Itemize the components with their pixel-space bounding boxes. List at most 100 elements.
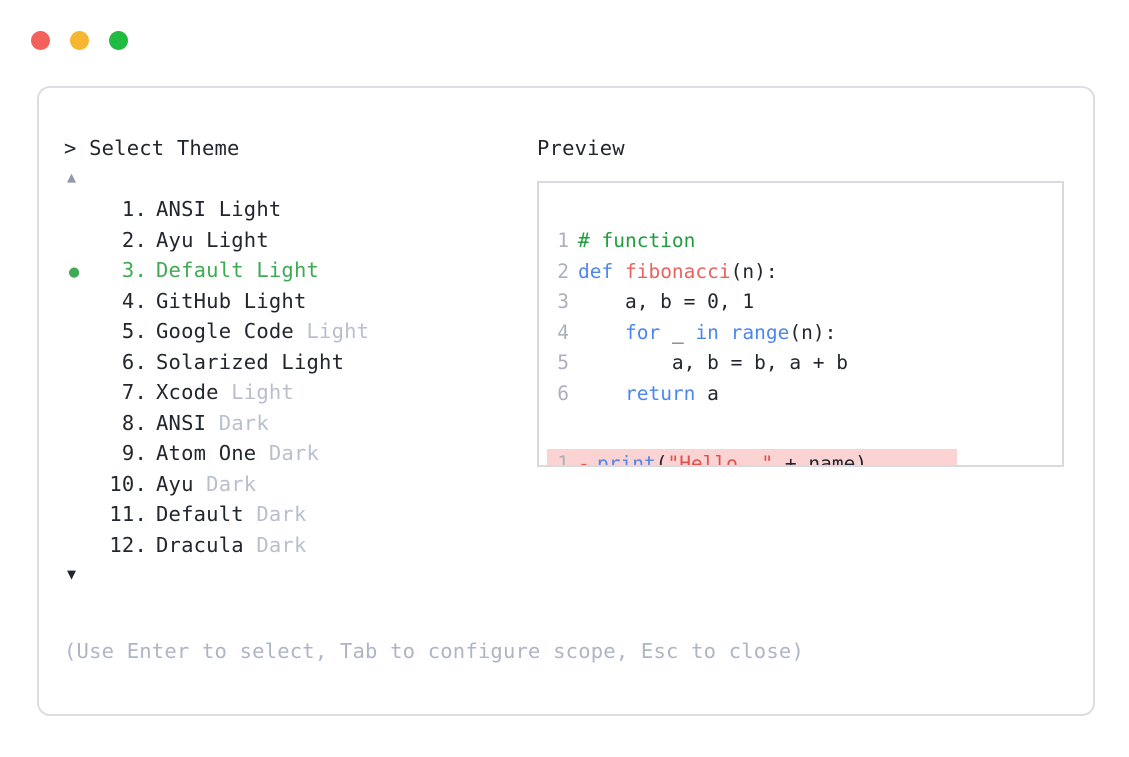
code-line: 6 return a (547, 379, 1062, 410)
theme-item-name: ANSI (156, 197, 207, 221)
theme-item-index: 5. (121, 319, 147, 343)
code-line-text: a, b = 0, 1 (578, 287, 754, 318)
theme-list-item[interactable]: 8.ANSI Dark (64, 408, 534, 439)
theme-list-item[interactable]: 7. Xcode Light (64, 377, 534, 408)
theme-list-item[interactable]: 4.GitHub Light (64, 286, 534, 317)
prompt-label: Select Theme (89, 136, 240, 160)
line-number: 6 (557, 381, 569, 405)
prompt-line: > Select Theme (64, 134, 534, 162)
code-token: a, b = 0, 1 (578, 290, 755, 313)
theme-item-name: ANSI (156, 410, 207, 435)
theme-item-variant: Dark (193, 471, 257, 496)
theme-item-index: 6. (121, 349, 147, 374)
theme-item-variant: Light (293, 319, 370, 343)
window-controls (31, 31, 128, 50)
code-token: def (578, 259, 625, 283)
theme-list-item[interactable]: 5. Google Code Light (64, 316, 534, 347)
code-token: (n): (789, 320, 837, 344)
code-line-text: return a (578, 379, 719, 410)
code-token: return (624, 381, 696, 405)
code-token: fibonacci (624, 259, 731, 283)
theme-item-variant: Dark (206, 410, 269, 435)
minimize-window-button[interactable] (70, 31, 89, 50)
diff-line-text: print("Hello, " + name) (597, 449, 868, 467)
maximize-window-button[interactable] (109, 31, 128, 50)
code-token: print (597, 452, 656, 467)
theme-list-item[interactable]: 9. Atom One Dark (64, 438, 534, 469)
theme-list-item[interactable]: 2. Ayu Light (64, 225, 534, 256)
theme-item-variant: Dark (243, 532, 307, 557)
theme-item-name: Xcode (156, 380, 219, 404)
code-token: # function (578, 229, 696, 252)
theme-item-variant: Light (206, 197, 282, 221)
code-token: ( (655, 452, 668, 467)
code-token (578, 321, 625, 344)
theme-item-variant: Light (218, 380, 294, 404)
diff-sample: 1-print("Hello, " + name)1+print(f"Hello… (547, 449, 957, 467)
code-line: 4 for _ in range(n): (547, 318, 1062, 349)
diff-sign: - (578, 452, 590, 467)
line-number: 3 (557, 290, 569, 313)
theme-list-item[interactable]: 11.Default Dark (64, 499, 534, 530)
theme-item-name: Ayu (156, 227, 194, 252)
theme-item-variant: Dark (256, 441, 320, 465)
theme-item-index: 12. (109, 532, 147, 557)
theme-item-index: 3. (121, 258, 147, 282)
code-token: (n): (730, 259, 778, 283)
theme-item-name: Default (156, 258, 244, 282)
theme-item-name: Solarized (156, 349, 269, 374)
theme-selector-card: > Select Theme ▲ 1. ANSI Light 2. Ayu Light… (37, 86, 1095, 716)
code-line: 3 a, b = 0, 1 (547, 287, 1062, 318)
code-token: a (695, 381, 719, 405)
theme-item-name: Default (156, 502, 244, 526)
theme-item-index: 11. (109, 502, 147, 526)
theme-item-name: Google Code (156, 319, 294, 343)
line-number: 1 (557, 229, 569, 252)
page-title (77, 136, 90, 160)
theme-item-name: Dracula (156, 532, 244, 557)
theme-item-index: 10. (109, 471, 147, 496)
prompt-caret-icon: > (64, 136, 77, 160)
code-line: 5 a, b = b, a + b (547, 348, 1062, 379)
theme-selection-pane: > Select Theme ▲ 1. ANSI Light 2. Ayu Light… (64, 134, 534, 585)
theme-list-item[interactable]: ●3.Default Light (64, 255, 534, 286)
theme-item-variant: Light (268, 349, 345, 374)
code-token: "Hello, " (667, 452, 774, 467)
close-window-button[interactable] (31, 31, 50, 50)
theme-item-index: 1. (121, 197, 147, 221)
theme-item-variant: Light (193, 227, 269, 252)
code-line-text: for _ in range(n): (578, 318, 836, 349)
theme-item-index: 7. (121, 380, 147, 404)
help-hint-text: (Use Enter to select, Tab to configure s… (64, 639, 804, 663)
preview-title: Preview (537, 136, 625, 160)
code-line: 1 # function (547, 226, 1062, 257)
line-number: 4 (557, 320, 569, 344)
line-number: 5 (557, 351, 569, 374)
code-token: for (624, 320, 661, 344)
diff-line-removed: 1-print("Hello, " + name) (547, 449, 957, 467)
theme-item-variant: Light (231, 288, 307, 313)
theme-item-name: Atom One (156, 441, 257, 465)
selected-bullet-icon: ● (69, 262, 80, 282)
code-token: + name) (773, 452, 868, 467)
scroll-up-arrow-icon[interactable]: ▲ (67, 168, 77, 186)
theme-list-item[interactable]: 6. Solarized Light (64, 347, 534, 378)
theme-list-item[interactable]: 10. Ayu Dark (64, 469, 534, 500)
code-line-text: # function (578, 226, 695, 257)
diff-line-number: 1 (557, 452, 569, 467)
code-token (578, 382, 625, 405)
theme-list-item[interactable]: 12. Dracula Dark (64, 530, 534, 561)
line-number: 2 (557, 259, 569, 283)
code-token: _ (660, 320, 696, 344)
code-line-text: a, b = b, a + b (578, 348, 848, 379)
theme-item-name: Ayu (156, 471, 194, 496)
theme-item-index: 9. (121, 441, 147, 465)
theme-item-name: GitHub (156, 288, 232, 313)
scroll-down-arrow-icon[interactable]: ▼ (67, 565, 77, 583)
code-line: 2 def fibonacci(n): (547, 257, 1062, 288)
code-token: a, b = b, a + b (578, 351, 849, 374)
theme-list-item[interactable]: 1. ANSI Light (64, 194, 534, 225)
theme-item-index: 2. (121, 227, 147, 252)
